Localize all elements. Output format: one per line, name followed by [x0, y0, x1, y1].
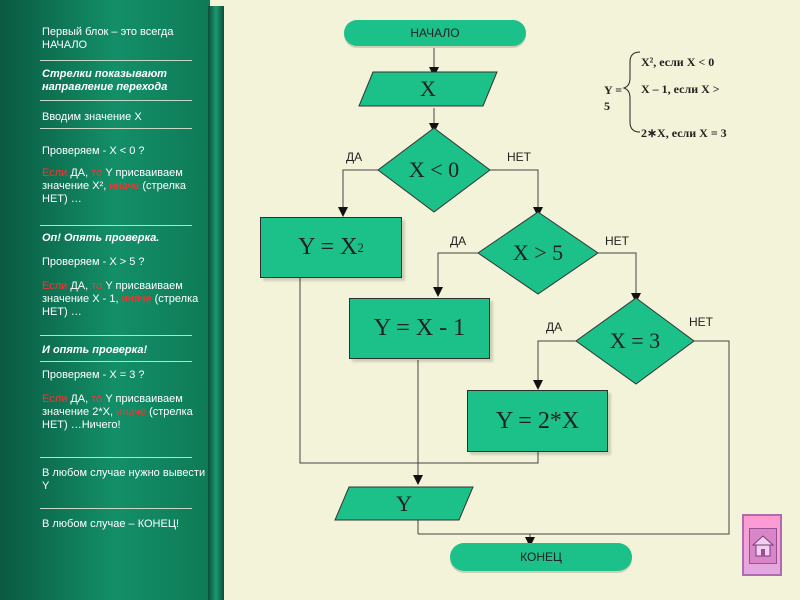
sidebar-note-check1: Проверяем - X < 0 ? [42, 145, 145, 157]
assign-y-2x: Y = 2*X [467, 390, 608, 452]
cond2-label: X > 5 [512, 240, 564, 265]
assign-y-x-minus-1: Y = X - 1 [349, 298, 490, 359]
assign1-text: Y = X [298, 234, 358, 260]
if-word: Если [42, 393, 68, 405]
sidebar-note-input: Вводим значение X [42, 111, 142, 123]
divider [40, 60, 192, 61]
sidebar-edge [208, 6, 224, 600]
yes-label-1: ДА [346, 150, 363, 164]
assign-text: Y присваиваем значение X - 1, [42, 280, 183, 305]
divider [40, 100, 192, 101]
then-word: то [91, 280, 103, 292]
yes-word: ДА, [67, 393, 92, 405]
then-word: то [91, 393, 103, 405]
assign-text: Y присваиваем значение 2*X, [42, 393, 183, 418]
no-label-1: НЕТ [507, 150, 531, 164]
no-text: (стрелка НЕТ) … [42, 293, 199, 318]
arrow-cond1-yes [338, 169, 378, 217]
formula-case-3: 2∗X, если X = 3 [641, 126, 727, 140]
start-node: НАЧАЛО [344, 20, 526, 46]
arrow-cond2-yes [433, 252, 478, 297]
else-word: иначе [121, 293, 152, 305]
if-word: Если [42, 280, 68, 292]
sidebar-note-start: Первый блок – это всегда НАЧАЛО [42, 26, 174, 51]
sidebar-note-again2: И опять проверка! [42, 344, 148, 356]
sidebar-note-again: Оп! Опять проверка. [42, 232, 160, 244]
input-x-shape [358, 71, 498, 107]
no-label-2: НЕТ [605, 234, 629, 248]
sidebar-note-end: В любом случае – КОНЕЦ! [42, 518, 180, 530]
assign-text: Y присваиваем значение X², [42, 167, 183, 192]
arrow-cond2-no [598, 252, 641, 303]
divider [40, 457, 192, 458]
sidebar-note-output: В любом случае нужно вывести Y [42, 467, 206, 492]
then-word: то [91, 167, 103, 179]
divider [40, 335, 192, 336]
sidebar-note-arrows: Стрелки показывают направление перехода [42, 68, 168, 93]
if-word: Если [42, 167, 68, 179]
sidebar-note-branch2: Если ДА, то Y присваиваем значение X - 1… [42, 280, 208, 319]
no-text: (стрелка НЕТ) …Ничего! [42, 406, 193, 431]
formula-lhs-wrap: 5 [604, 99, 610, 113]
yes-label-2: ДА [450, 234, 467, 248]
decision-x-gt-5 [477, 211, 599, 295]
formula-case-2: X – 1, если X > [641, 82, 720, 96]
no-text: (стрелка НЕТ) … [42, 180, 187, 205]
sidebar-note-check2: Проверяем - X > 5 ? [42, 256, 145, 268]
input-x-label: X [420, 76, 436, 101]
yes-word: ДА, [67, 280, 92, 292]
arrow-cond1-no [490, 169, 543, 217]
divider [40, 128, 192, 129]
no-label-3: НЕТ [689, 315, 713, 329]
yes-label-3: ДА [546, 320, 563, 334]
divider [40, 225, 192, 226]
divider [40, 508, 192, 509]
divider [40, 361, 192, 362]
else-word: иначе [109, 180, 140, 192]
home-button[interactable] [742, 514, 782, 576]
cond1-label: X < 0 [408, 157, 460, 182]
formula-lhs: Y = [604, 83, 623, 97]
formula-brace [622, 51, 641, 133]
sidebar-note-branch3: Если ДА, то Y присваиваем значение 2*X, … [42, 393, 208, 432]
decision-x-lt-0 [377, 127, 491, 213]
decision-x-eq-3 [575, 297, 695, 385]
cond3-label: X = 3 [609, 328, 661, 353]
yes-word: ДА, [67, 167, 92, 179]
sidebar-note-branch1: Если ДА, то Y присваиваем значение X², и… [42, 167, 208, 206]
assign1-exponent: 2 [357, 239, 364, 255]
formula-case-1: X², если X < 0 [641, 55, 715, 69]
home-icon [751, 535, 775, 557]
arrow-cond3-yes [533, 340, 576, 390]
sidebar: Первый блок – это всегда НАЧАЛО Стрелки … [0, 0, 210, 600]
output-y-label: Y [396, 490, 412, 516]
sidebar-note-check3: Проверяем - X = 3 ? [42, 369, 145, 381]
else-word: иначе [116, 406, 147, 418]
arrow-cond3-no [418, 340, 730, 535]
home-button-inner [749, 528, 777, 564]
output-y-shape [334, 486, 474, 521]
end-node: КОНЕЦ [450, 543, 632, 571]
